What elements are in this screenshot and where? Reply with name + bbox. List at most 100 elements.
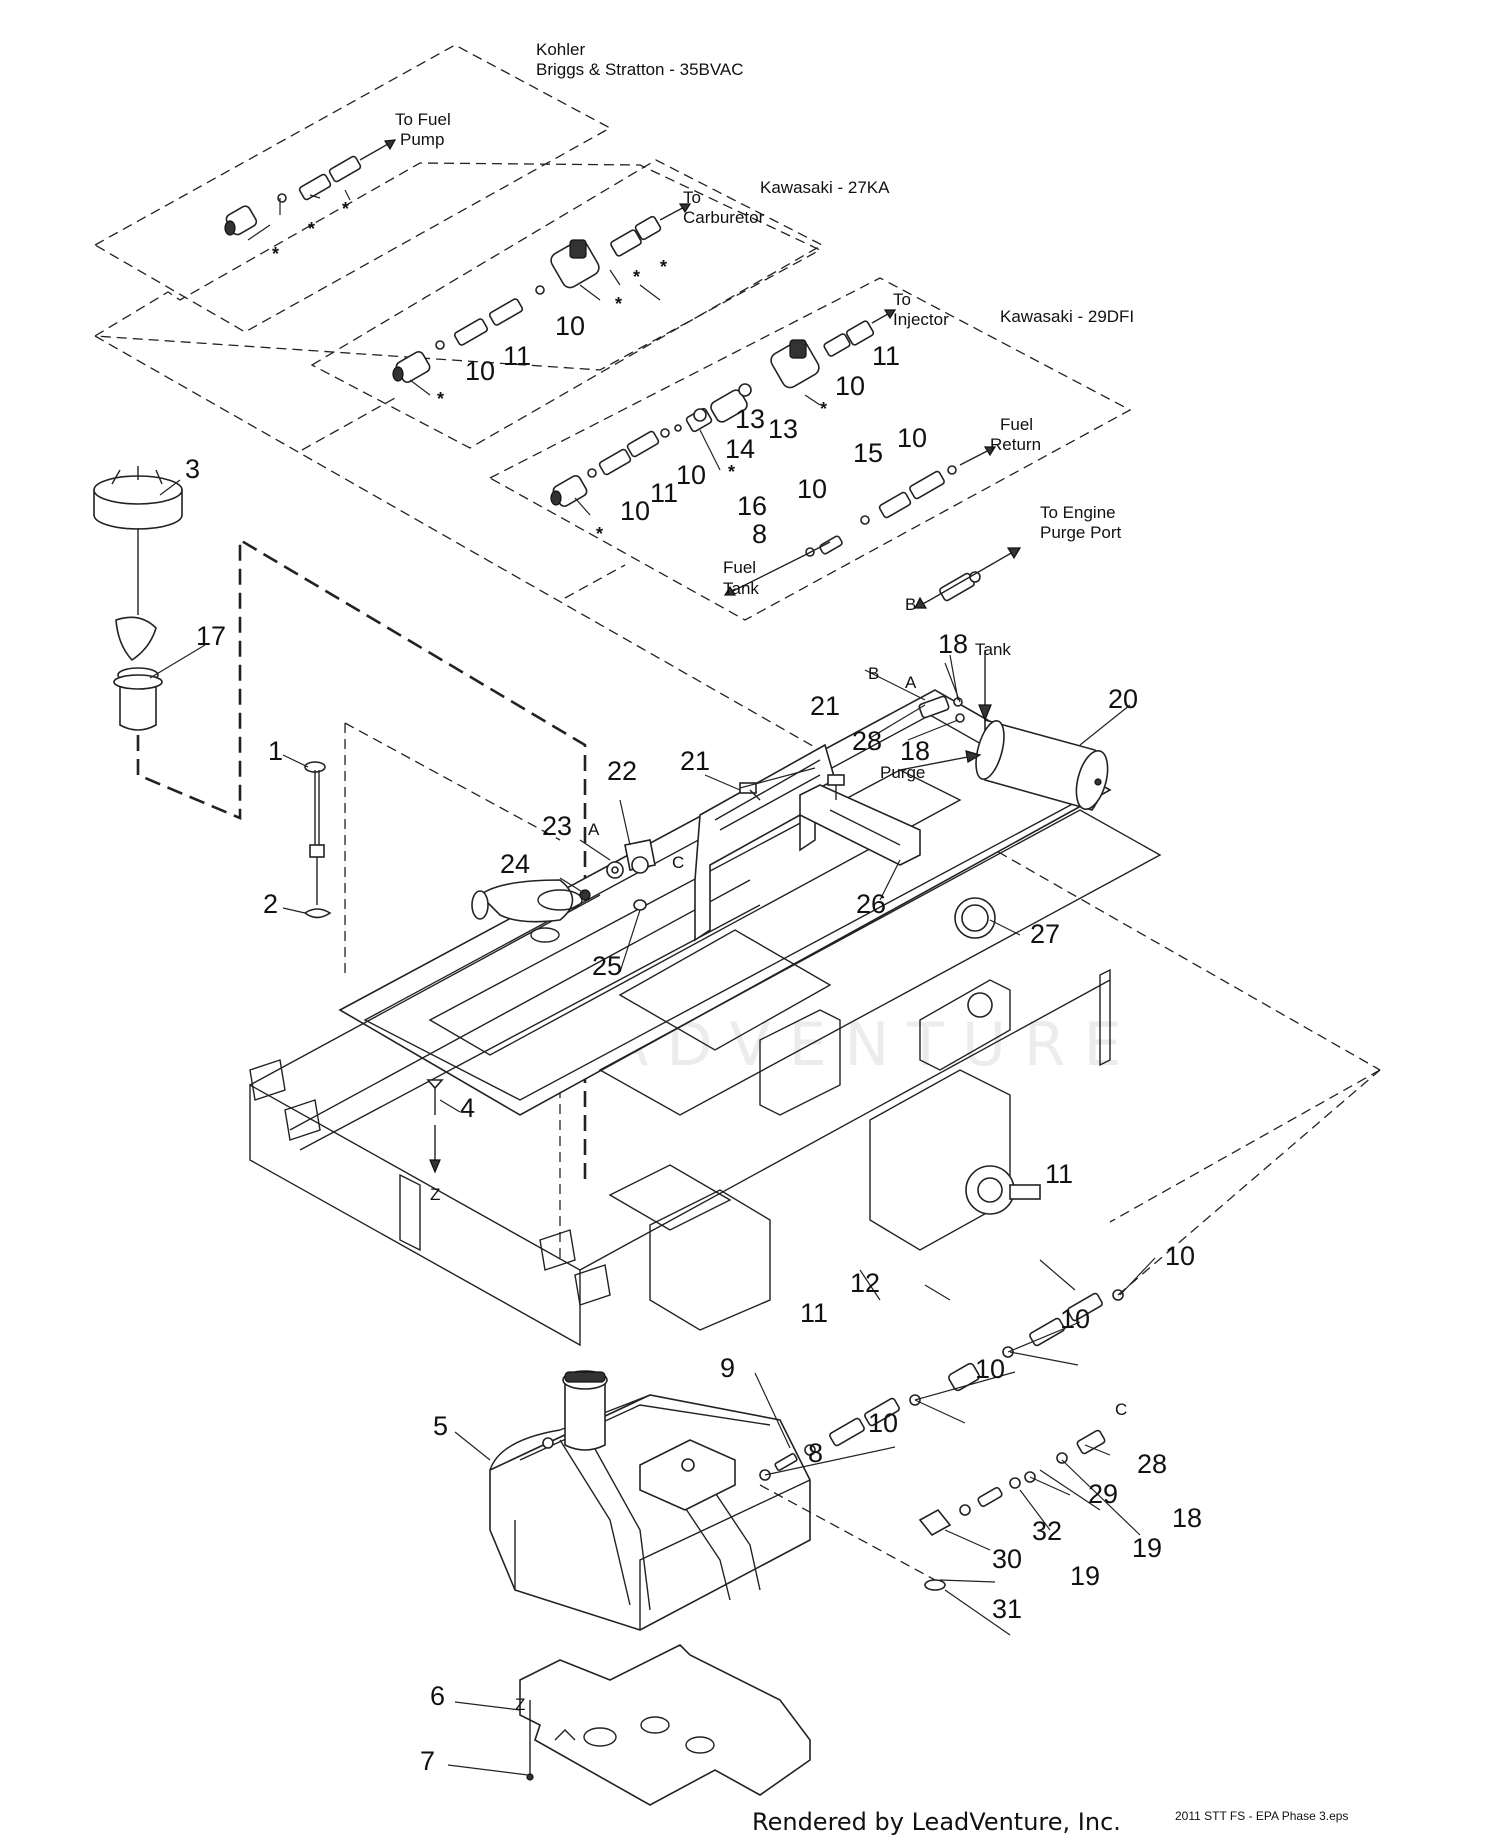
callout-4: 4: [460, 1093, 475, 1123]
fuel-tank: [489, 1370, 811, 1631]
note-purge-port-1: To Engine: [1040, 503, 1116, 522]
label-briggs: Briggs & Stratton - 35BVAC: [536, 60, 744, 79]
callout-27: 27: [1030, 919, 1060, 949]
callout-11-27ka: 11: [503, 341, 531, 371]
ref-c-lower: C: [1115, 1400, 1127, 1419]
kohler-briggs-fuel-line: [224, 139, 397, 236]
callout-22: 22: [607, 756, 637, 786]
chassis-frame: [249, 689, 1162, 1347]
ref-a-canister: A: [905, 673, 917, 692]
alignment-lines: [136, 537, 587, 1260]
note-purge: Purge: [880, 763, 925, 782]
note-fuel-tank-2: Tank: [723, 579, 759, 598]
note-to-injector-1: To: [893, 290, 911, 309]
note-to-carb-1: To: [683, 188, 701, 207]
callout-18-canister-a: 18: [938, 629, 968, 659]
asterisks: * * * * * * * * * *: [272, 199, 827, 544]
callout-11-lower-b: 11: [800, 1298, 828, 1328]
flow-notes: To Fuel Pump To Carburetor To Injector F…: [395, 110, 1127, 1714]
leader-lines: [149, 189, 1156, 1776]
callout-29: 29: [1088, 1479, 1118, 1509]
star: *: [615, 294, 622, 314]
star: *: [820, 399, 827, 419]
note-fuel-tank-1: Fuel: [723, 558, 756, 577]
bolt-4: [426, 1079, 444, 1174]
callout-10-29dfi-e: 10: [897, 423, 927, 453]
callout-18-lower: 18: [1172, 1503, 1202, 1533]
callout-20: 20: [1108, 684, 1138, 714]
callout-26: 26: [856, 889, 886, 919]
label-kawasaki-29dfi: Kawasaki - 29DFI: [1000, 307, 1134, 326]
callout-7: 7: [420, 1746, 435, 1776]
callout-10-lower-d: 10: [868, 1408, 898, 1438]
kawasaki-27ka-fuel-line: [392, 203, 692, 383]
charcoal-canister: [899, 650, 1109, 811]
star: *: [660, 257, 667, 277]
dipstick: [303, 761, 332, 919]
star: *: [272, 244, 279, 264]
note-to-injector-2: Injector: [893, 310, 949, 329]
callout-9: 9: [720, 1353, 735, 1383]
callout-10-lower-c: 10: [975, 1354, 1005, 1384]
callout-10-lower-b: 10: [1060, 1304, 1090, 1334]
ref-b-canister: B: [868, 664, 879, 683]
callout-24: 24: [500, 849, 530, 879]
small-fittings: [530, 839, 656, 943]
kawasaki-29dfi-fuel-line: [550, 309, 997, 596]
group-labels: Kohler Briggs & Stratton - 35BVAC Kawasa…: [536, 40, 1134, 326]
callout-12: 12: [850, 1268, 880, 1298]
callout-3: 3: [185, 454, 200, 484]
callout-8-lower: 8: [808, 1438, 823, 1468]
callout-19-a: 19: [1132, 1533, 1162, 1563]
footer: Rendered by LeadVenture, Inc. 2011 STT F…: [752, 1808, 1348, 1836]
note-to-carb-2: Carburetor: [683, 208, 765, 227]
callout-18-canister-b: 18: [900, 736, 930, 766]
callout-30: 30: [992, 1544, 1022, 1574]
callout-17: 17: [196, 621, 226, 651]
callout-10-29dfi-d: 10: [797, 474, 827, 504]
callout-numbers: 1 2 3 4 5 6 7 8 8 9 10 10 10 10 10 10 10…: [185, 311, 1202, 1776]
footer-rendered-by: Rendered by LeadVenture, Inc.: [752, 1808, 1121, 1836]
callout-32: 32: [1032, 1516, 1062, 1546]
callout-10-27ka-b: 10: [555, 311, 585, 341]
callout-23: 23: [542, 811, 572, 841]
star: *: [728, 462, 735, 482]
lower-fuel-line: [759, 1069, 1381, 1581]
callout-31: 31: [992, 1594, 1022, 1624]
label-kawasaki-27ka: Kawasaki - 27KA: [760, 178, 890, 197]
ref-b-top: B: [905, 595, 916, 614]
callout-16: 16: [737, 491, 767, 521]
callout-10-27ka-a: 10: [465, 356, 495, 386]
skid-plate: [519, 1644, 811, 1806]
ref-z-skid: Z: [515, 1695, 525, 1714]
star: *: [308, 219, 315, 239]
ref-c-fitting: C: [672, 853, 684, 872]
callout-2: 2: [263, 889, 278, 919]
callout-13-a: 13: [735, 404, 765, 434]
star: *: [437, 389, 444, 409]
callout-25: 25: [592, 951, 622, 981]
callout-5: 5: [433, 1411, 448, 1441]
callout-14: 14: [725, 434, 755, 464]
callout-11-29dfi-a: 11: [650, 478, 678, 508]
callout-21-a: 21: [810, 691, 840, 721]
callout-21-b: 21: [680, 746, 710, 776]
callout-13-b: 13: [768, 414, 798, 444]
star: *: [633, 267, 640, 287]
note-fuel-return-1: Fuel: [1000, 415, 1033, 434]
callout-19-b: 19: [1070, 1561, 1100, 1591]
note-tank: Tank: [975, 640, 1011, 659]
callout-10-29dfi-a: 10: [620, 496, 650, 526]
ref-a-fitting: A: [588, 820, 600, 839]
callout-11-29dfi-b: 11: [872, 341, 900, 371]
note-to-fuel-pump-2: Pump: [400, 130, 444, 149]
note-fuel-return-2: Return: [990, 435, 1041, 454]
star: *: [342, 199, 349, 219]
note-to-fuel-pump-1: To Fuel: [395, 110, 451, 129]
label-kohler: Kohler: [536, 40, 585, 59]
rollover-valve-line: [918, 1429, 1106, 1591]
star: *: [596, 524, 603, 544]
callout-6: 6: [430, 1681, 445, 1711]
bolts: [739, 774, 845, 801]
